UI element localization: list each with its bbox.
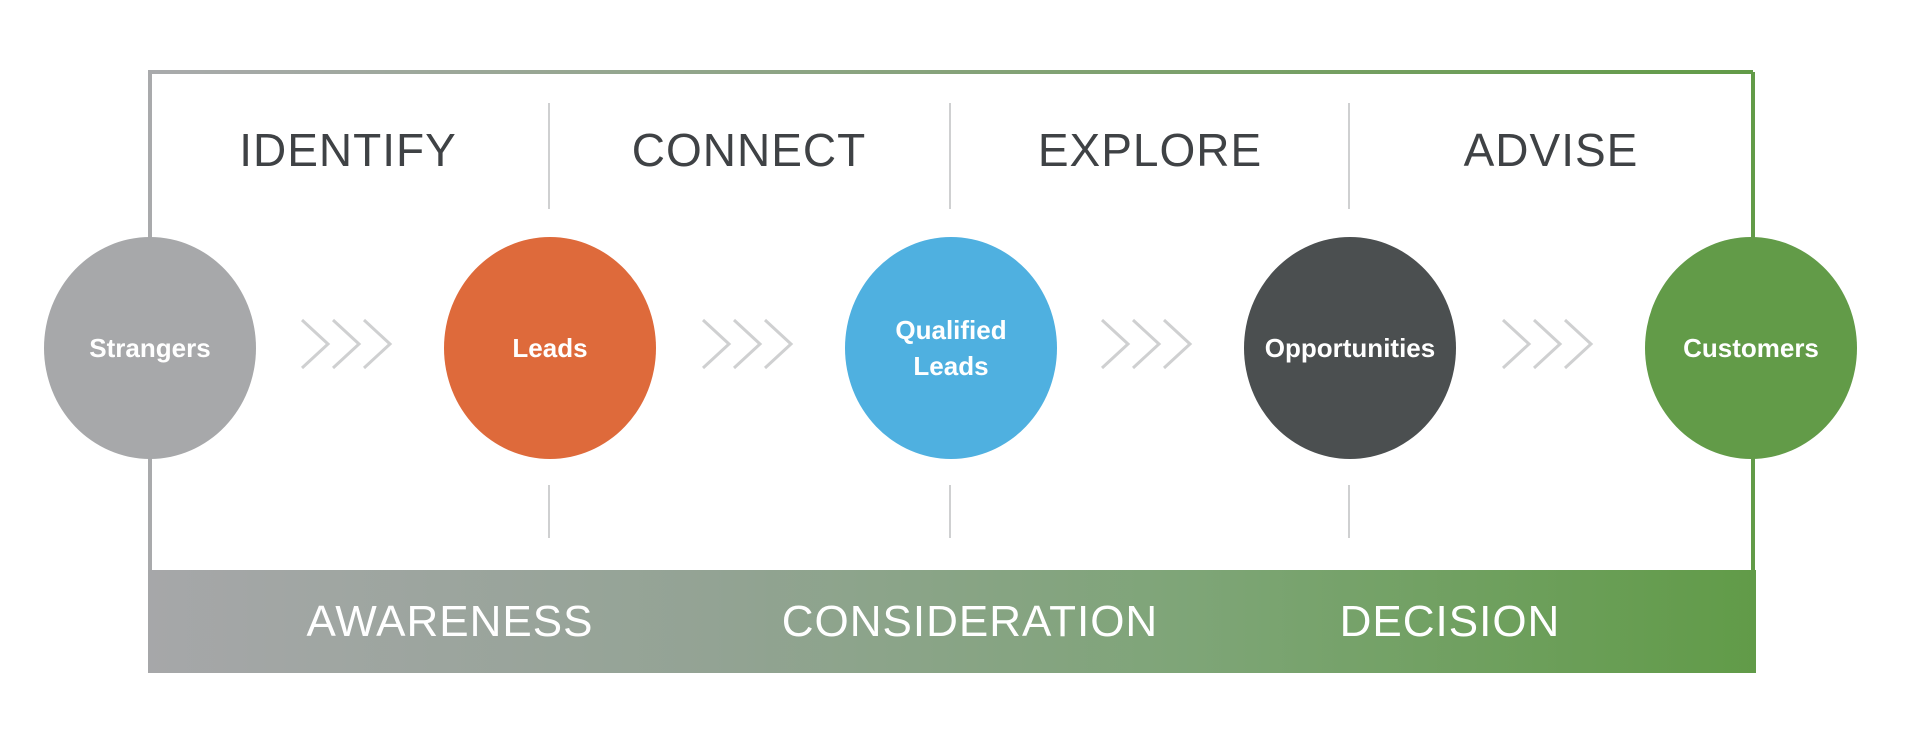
step-identify: IDENTIFY (239, 124, 457, 176)
node-leads-label: Leads (512, 333, 588, 363)
node-qualified-leads-label: Qualified Leads (895, 315, 1007, 381)
step-advise: ADVISE (1463, 124, 1639, 176)
stage-decision: DECISION (1339, 597, 1561, 646)
chevrons-4 (1501, 318, 1594, 370)
node-customers-label: Customers (1683, 333, 1819, 363)
step-explore: EXPLORE (1037, 124, 1263, 176)
node-leads: Leads (444, 237, 656, 459)
node-customers: Customers (1645, 237, 1857, 459)
node-qualified-leads: Qualified Leads (845, 237, 1057, 459)
chevrons-2 (701, 318, 794, 370)
stage-band (148, 570, 1756, 673)
node-opportunities-label: Opportunities (1264, 333, 1436, 363)
node-opportunities: Opportunities (1244, 237, 1456, 459)
chevrons-1 (300, 318, 393, 370)
chevrons-3 (1100, 318, 1193, 370)
step-connect: CONNECT (631, 124, 867, 176)
stage-awareness: AWARENESS (306, 597, 594, 646)
node-strangers: Strangers (44, 237, 256, 459)
node-strangers-label: Strangers (89, 333, 211, 363)
stage-consideration: CONSIDERATION (781, 597, 1159, 646)
